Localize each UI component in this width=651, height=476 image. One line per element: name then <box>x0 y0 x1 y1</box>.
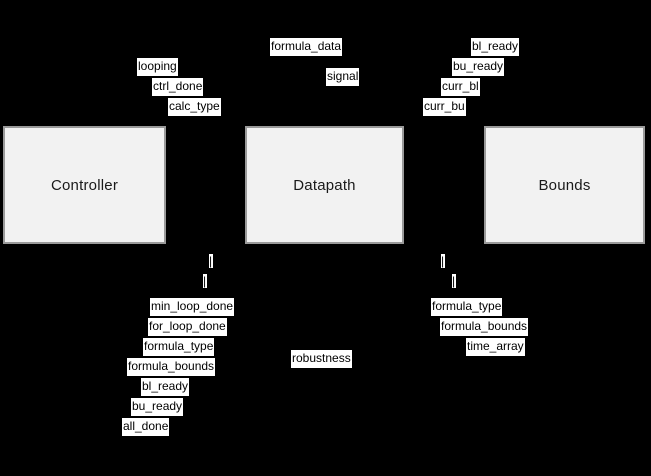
signal-stub-right-upper: | <box>441 254 445 268</box>
signal-label-bu-ready-top: bu_ready <box>452 58 505 76</box>
signal-label-calc-type: calc_type <box>168 98 221 116</box>
module-block-bounds[interactable]: Bounds <box>484 126 645 244</box>
signal-stub-left-lower: | <box>203 274 207 288</box>
signal-label-formula-type-right: formula_type <box>431 298 503 316</box>
signal-label-ctrl-done: ctrl_done <box>152 78 204 96</box>
signal-label-bu-ready-bottom: bu_ready <box>131 398 184 416</box>
signal-label-min-loop-done: min_loop_done <box>150 298 235 316</box>
module-title-controller: Controller <box>50 176 119 194</box>
signal-label-looping: looping <box>137 58 178 76</box>
signal-stub-left-upper: | <box>209 254 213 268</box>
module-title-bounds: Bounds <box>538 176 591 194</box>
signal-label-all-done: all_done <box>122 418 170 436</box>
signal-label-curr-bu: curr_bu <box>423 98 466 116</box>
signal-label-curr-bl: curr_bl <box>441 78 480 96</box>
module-block-datapath[interactable]: Datapath <box>245 126 404 244</box>
signal-stub-right-lower: | <box>452 274 456 288</box>
signal-label-bl-ready-bottom: bl_ready <box>141 378 190 396</box>
signal-label-time-array: time_array <box>466 338 525 356</box>
signal-label-formula-type-left: formula_type <box>143 338 215 356</box>
signal-label-robustness: robustness <box>291 350 352 368</box>
signal-label-formula-bounds-right: formula_bounds <box>440 318 529 336</box>
signal-label-signal: signal <box>326 68 360 86</box>
signal-label-formula-bounds-left: formula_bounds <box>127 358 216 376</box>
module-title-datapath: Datapath <box>293 176 356 194</box>
signal-label-formula-data: formula_data <box>270 38 343 56</box>
signal-label-for-loop-done: for_loop_done <box>148 318 227 336</box>
signal-label-bl-ready-top: bl_ready <box>471 38 520 56</box>
module-block-controller[interactable]: Controller <box>3 126 166 244</box>
